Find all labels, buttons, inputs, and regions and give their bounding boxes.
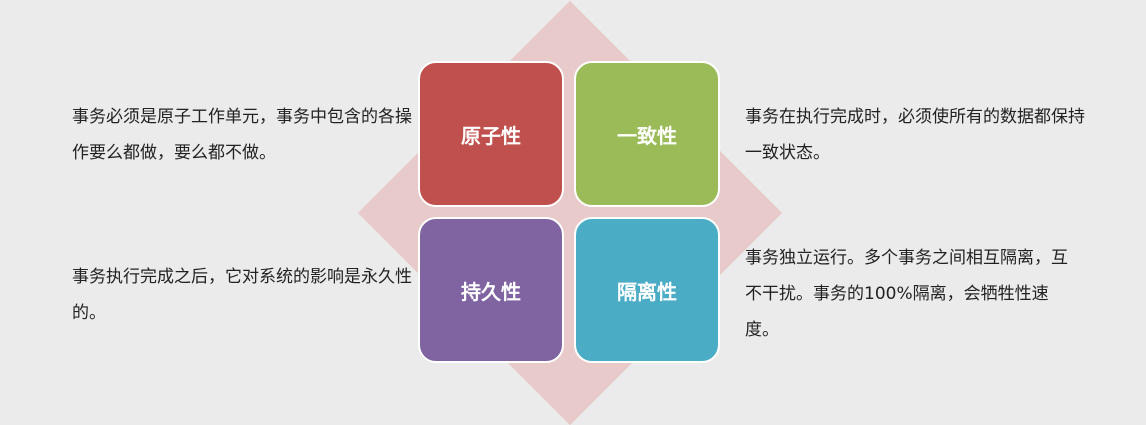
consistency-label: 一致性 [617, 123, 677, 148]
consistency-description: 事务在执行完成时，必须使所有的数据都保持一致状态。 [745, 107, 1085, 163]
isolation-label: 隔离性 [617, 279, 677, 304]
durability-tile: 持久性 [418, 217, 564, 363]
durability-label: 持久性 [461, 279, 521, 304]
background-diamond [357, 0, 783, 425]
atomicity-label: 原子性 [461, 123, 521, 148]
atomicity-description: 事务必须是原子工作单元，事务中包含的各操作要么都做，要么都不做。 [72, 107, 412, 163]
atomicity-tile: 原子性 [418, 61, 564, 207]
durability-description: 事务执行完成之后，它对系统的影响是永久性的。 [72, 267, 412, 323]
consistency-tile: 一致性 [574, 61, 720, 207]
isolation-description: 事务独立运行。多个事务之间相互隔离，互不干扰。事务的100%隔离，会牺牲性速度。 [745, 248, 1068, 340]
isolation-tile: 隔离性 [574, 217, 720, 363]
